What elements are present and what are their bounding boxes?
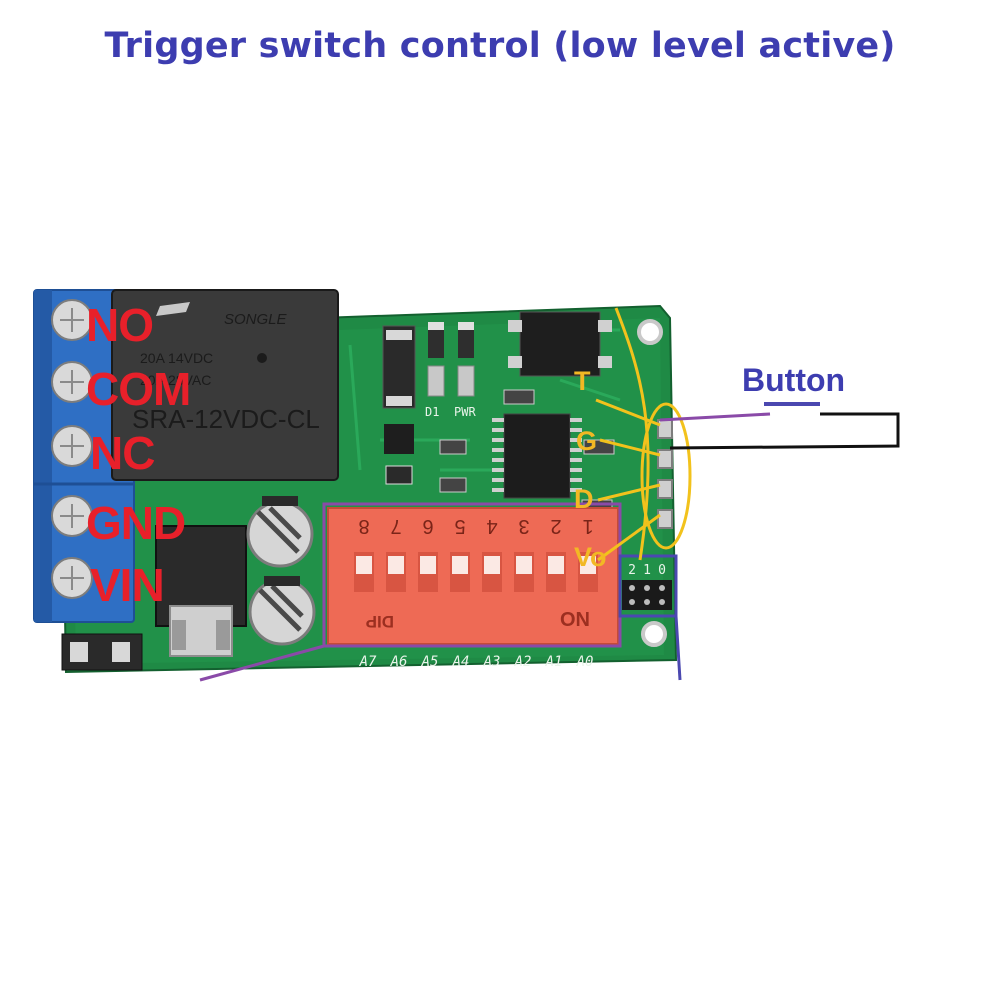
electrolytic-capacitors	[246, 496, 316, 646]
dip-switch-number: 4	[486, 515, 497, 537]
voltage-regulator	[155, 525, 247, 657]
dip-switch-lever[interactable]	[388, 556, 404, 574]
pin-label-vo: Vo	[574, 542, 607, 572]
dip-switch-lever[interactable]	[484, 556, 500, 574]
terminal-label-no: NO	[86, 299, 154, 351]
terminal-label-nc: NC	[90, 427, 155, 479]
jumper-header	[61, 633, 143, 671]
relay-rating-2: 20A 28VAC	[140, 372, 211, 388]
dip-switch-number: 1	[582, 515, 593, 537]
dip-switch-number: 7	[390, 515, 401, 537]
dip-switch-number: 8	[358, 515, 369, 537]
address-label: A0	[576, 654, 594, 670]
address-label: A7	[359, 654, 377, 670]
dip-label: DIP	[366, 612, 394, 631]
dip-switch-number: 2	[550, 515, 561, 537]
dip-switch-number: 6	[422, 515, 433, 537]
address-label: A1	[545, 654, 563, 670]
dip-switch-lever[interactable]	[580, 556, 596, 574]
terminal-block	[33, 289, 135, 623]
terminal-label-com: COM	[86, 363, 191, 415]
pin-highlight	[595, 307, 692, 562]
dip-switch-levers	[354, 552, 598, 592]
terminal-screws	[51, 299, 93, 599]
terminal-label-gnd: GND	[86, 497, 186, 549]
address-label: A5	[421, 654, 439, 670]
address-label: A4	[452, 654, 470, 670]
pin-label-t: T	[574, 366, 591, 396]
terminal-label-vin: VIN	[90, 559, 165, 611]
address-label: A6	[390, 654, 408, 670]
dip-switch-number: 3	[518, 515, 529, 537]
dip-switch-number: 5	[454, 515, 465, 537]
dip-on-label: ON	[560, 609, 590, 631]
address-label: A3	[483, 654, 501, 670]
header-number: 1	[643, 563, 651, 578]
address-labels: A7 A6 A5 A4 A3 A2 A1 A0	[359, 654, 594, 670]
pin-label-d: D	[574, 484, 594, 514]
header-number: 2	[628, 563, 636, 578]
dip-switch-lever[interactable]	[420, 556, 436, 574]
address-label: A2	[514, 654, 532, 670]
microcontroller-chip	[492, 413, 582, 499]
dip-switch-lever[interactable]	[548, 556, 564, 574]
mounting-holes	[637, 319, 667, 647]
dip-switch-lever[interactable]	[516, 556, 532, 574]
highlight-boxes	[199, 502, 682, 682]
smd-components: D1 PWR	[382, 322, 615, 515]
button-label: Button	[742, 362, 846, 398]
header-number: 0	[658, 563, 666, 578]
dip-switch-lever[interactable]	[356, 556, 372, 574]
relay-model: SRA-12VDC-CL	[132, 404, 320, 434]
diagram-title: Trigger switch control (low level active…	[104, 26, 896, 66]
silk-led1: D1	[425, 405, 439, 419]
relay-brand: SONGLE	[224, 311, 288, 328]
relay-rating-1: 20A 14VDC	[140, 350, 213, 366]
pin-label-g: G	[576, 426, 598, 456]
dip-switch-lever[interactable]	[452, 556, 468, 574]
relay: SONGLE 20A 14VDC 20A 28VAC SRA-12VDC-CL	[111, 289, 339, 481]
optocoupler	[508, 311, 612, 377]
button-wiring	[659, 402, 900, 450]
silk-led2: PWR	[454, 405, 476, 419]
signal-pin-pads	[657, 419, 673, 529]
